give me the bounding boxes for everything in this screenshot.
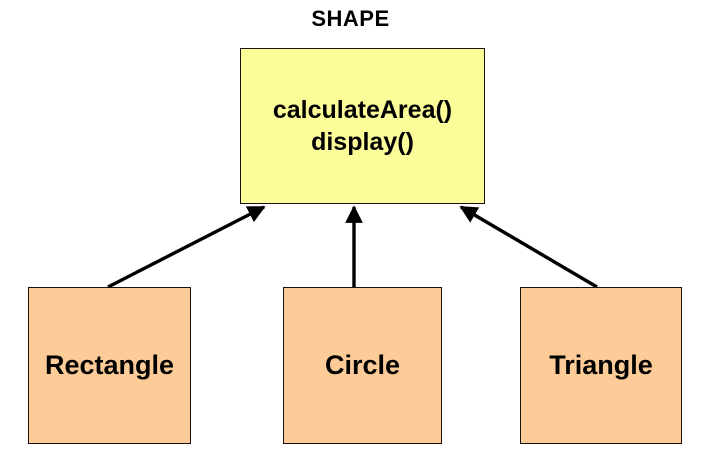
class-label-rectangle: Rectangle — [44, 350, 175, 380]
class-box-triangle[interactable]: Triangle — [520, 287, 682, 444]
page-title: SHAPE — [311, 6, 390, 31]
connector-rectangle-to-shape — [107, 205, 266, 289]
class-label-triangle: Triangle — [549, 350, 653, 380]
class-box-circle[interactable]: Circle — [283, 287, 442, 444]
method-calculate-area: calculateArea() — [272, 96, 453, 124]
class-box-shape[interactable]: calculateArea() display() — [240, 48, 485, 204]
class-box-rectangle[interactable]: Rectangle — [28, 287, 191, 444]
class-label-circle: Circle — [324, 350, 401, 380]
method-display: display() — [311, 128, 414, 156]
connector-triangle-to-shape — [459, 205, 598, 289]
